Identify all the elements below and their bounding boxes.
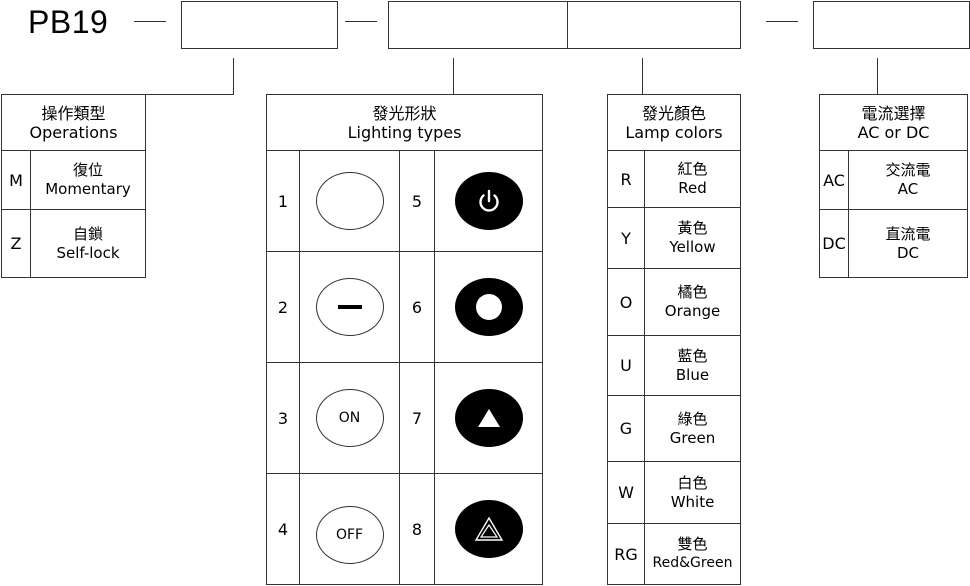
code-slot-operation (181, 1, 338, 49)
lighting-num: 7 (399, 362, 435, 474)
color-desc: 藍色 Blue (644, 335, 741, 396)
dash-mark (337, 305, 362, 309)
off-label: OFF (335, 527, 364, 543)
lighting-shape-cell (434, 362, 543, 474)
color-zh: 黃色 (677, 219, 708, 237)
current-header: 電流選擇 AC or DC (819, 94, 968, 151)
operation-code: Z (1, 209, 31, 278)
color-en: Red&Green (652, 555, 733, 571)
lighting-num: 2 (266, 251, 300, 363)
color-code: W (607, 461, 645, 524)
triangle-icon (454, 389, 523, 447)
lighting-shape-cell (299, 150, 400, 252)
operation-en: Self-lock (56, 243, 120, 262)
color-zh: 橘色 (677, 283, 708, 301)
dash-3 (766, 21, 798, 22)
on-circle-icon: ON (315, 389, 384, 447)
current-code: DC (819, 209, 849, 278)
lighting-header-en: Lighting types (347, 122, 462, 142)
lighting-shape-cell (434, 251, 543, 363)
color-zh: 藍色 (677, 346, 708, 365)
color-desc: 黃色 Yellow (644, 207, 741, 269)
color-desc: 橘色 Orange (644, 268, 741, 336)
connector-operation (233, 58, 234, 95)
off-circle-icon: OFF (315, 506, 384, 564)
color-en: Green (669, 428, 716, 447)
lighting-num: 3 (266, 362, 300, 474)
lighting-shape-cell: OFF (299, 473, 400, 585)
current-desc: 直流電 DC (848, 209, 968, 278)
color-code: U (607, 335, 645, 396)
color-code: G (607, 395, 645, 462)
current-zh: 交流電 (885, 161, 931, 179)
code-slot-lighting (388, 1, 569, 49)
color-desc: 白色 White (644, 461, 741, 524)
current-desc: 交流電 AC (848, 150, 968, 210)
colors-header-zh: 發光顏色 (641, 103, 706, 123)
operations-header-en: Operations (29, 122, 118, 142)
colors-header-en: Lamp colors (625, 122, 723, 142)
lighting-shape-cell (434, 473, 543, 585)
current-header-zh: 電流選擇 (861, 103, 926, 123)
lighting-shape-cell (299, 251, 400, 363)
color-zh: 紅色 (677, 160, 708, 178)
blank-circle-icon (315, 172, 384, 230)
color-code: Y (607, 207, 645, 269)
code-slot-current (813, 1, 970, 49)
lighting-header-zh: 發光形狀 (372, 103, 437, 123)
color-en: Orange (664, 302, 721, 320)
code-slot-color (567, 1, 741, 49)
operation-desc: 自鎖 Self-lock (30, 209, 146, 278)
hazard-triangle-icon (454, 500, 523, 558)
operations-header-zh: 操作類型 (41, 103, 106, 123)
operations-header: 操作類型 Operations (1, 94, 146, 151)
lighting-shape-cell: ON (299, 362, 400, 474)
lighting-header: 發光形狀 Lighting types (266, 94, 543, 151)
color-code: R (607, 150, 645, 208)
lighting-num: 1 (266, 150, 300, 252)
dash-1 (134, 21, 166, 22)
on-label: ON (338, 410, 361, 426)
operation-zh: 自鎖 (72, 224, 103, 243)
current-en: AC (897, 180, 919, 198)
color-en: Blue (675, 365, 710, 384)
color-zh: 白色 (677, 473, 708, 492)
color-desc: 紅色 Red (644, 150, 741, 208)
color-desc: 綠色 Green (644, 395, 741, 462)
color-en: Red (678, 179, 707, 197)
color-zh: 雙色 (677, 535, 708, 553)
lighting-num: 5 (399, 150, 435, 252)
color-en: Yellow (669, 238, 716, 256)
current-header-en: AC or DC (857, 122, 930, 142)
connector-current (877, 58, 878, 95)
current-code: AC (819, 150, 849, 210)
color-code: RG (607, 523, 645, 585)
connector-operation-h (75, 94, 234, 95)
operation-code: M (1, 150, 31, 210)
lighting-num: 6 (399, 251, 435, 363)
current-en: DC (896, 243, 920, 262)
color-en: White (670, 492, 715, 511)
dash-circle-icon (315, 278, 384, 336)
color-zh: 綠色 (677, 409, 708, 428)
lighting-num: 8 (399, 473, 435, 585)
power-symbol-icon (454, 172, 523, 230)
ring-icon (454, 278, 523, 336)
dash-2 (345, 21, 377, 22)
lighting-num: 4 (266, 473, 300, 585)
current-zh: 直流電 (885, 224, 931, 243)
operation-en: Momentary (45, 180, 131, 198)
lighting-shape-cell (434, 150, 543, 252)
operation-zh: 復位 (72, 161, 103, 179)
operation-desc: 復位 Momentary (30, 150, 146, 210)
connector-color (642, 58, 643, 95)
color-code: O (607, 268, 645, 336)
model-prefix: PB19 (28, 4, 109, 40)
colors-header: 發光顏色 Lamp colors (607, 94, 741, 151)
color-desc: 雙色 Red&Green (644, 523, 741, 585)
ring-center (475, 294, 502, 320)
connector-lighting (453, 58, 454, 95)
